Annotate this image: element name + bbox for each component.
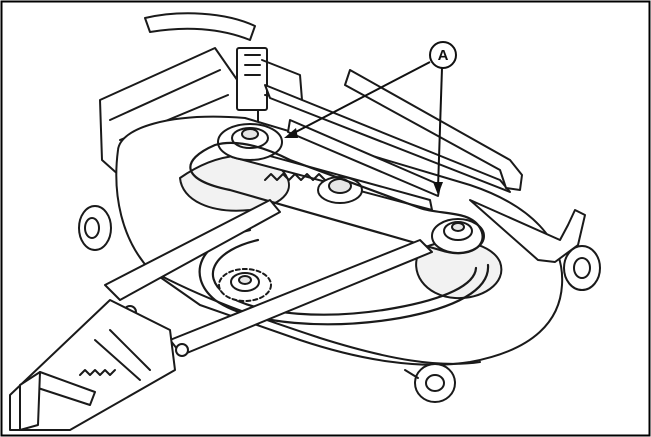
callout-a-label: A bbox=[438, 47, 449, 64]
callout-a-leader-left bbox=[289, 61, 431, 136]
gauge-wheel-left bbox=[78, 205, 112, 251]
rear-hanger-bracket bbox=[264, 69, 586, 263]
tension-spring bbox=[264, 173, 326, 181]
callout-a-arrowhead-right bbox=[433, 182, 443, 195]
callout-a: A bbox=[284, 41, 457, 195]
callout-a-leader-right bbox=[437, 67, 443, 189]
idler-pulley bbox=[218, 268, 272, 302]
gauge-wheel-front bbox=[404, 363, 456, 403]
drive-belt bbox=[189, 141, 490, 326]
draft-arm-right bbox=[169, 239, 433, 357]
callout-a-arrowhead-left bbox=[284, 128, 298, 138]
front-hitch-bracket bbox=[9, 299, 176, 431]
lift-lever bbox=[144, 12, 303, 111]
belt-guide-right bbox=[287, 119, 441, 197]
gauge-wheel-right bbox=[563, 245, 601, 291]
callout-a-circle bbox=[429, 41, 457, 69]
